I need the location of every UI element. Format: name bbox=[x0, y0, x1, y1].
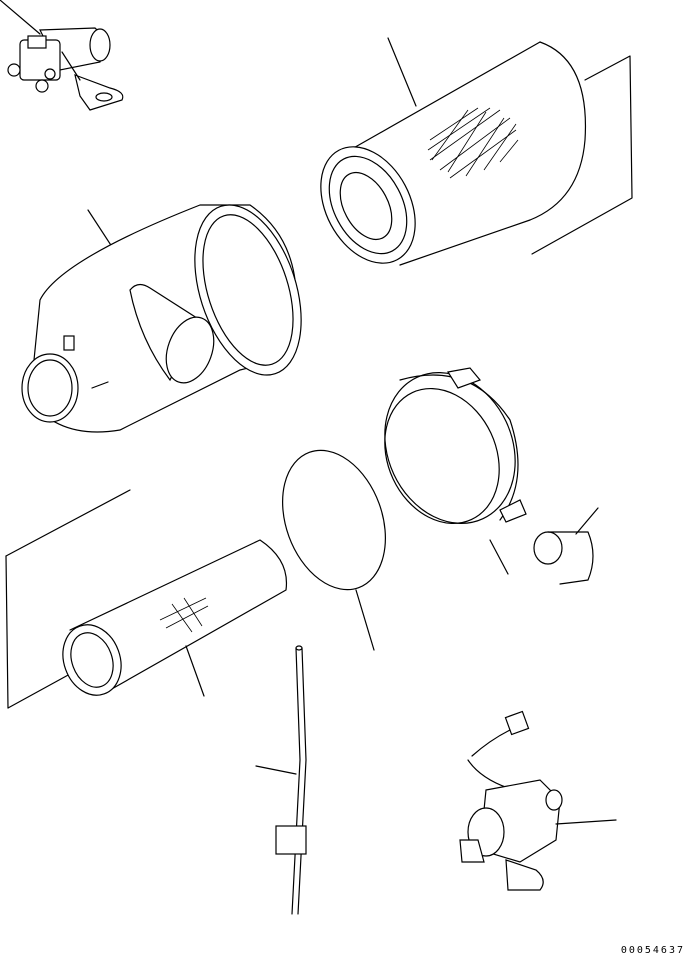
drawing-reference-code: 00054637 bbox=[620, 945, 685, 956]
outer-filter-element bbox=[320, 37, 633, 266]
filter-mesh-pattern bbox=[427, 107, 519, 179]
inner-filter-element bbox=[5, 489, 288, 709]
solenoid-relay-bottom bbox=[459, 710, 617, 891]
evacuator-valve bbox=[533, 507, 599, 585]
gasket-ring bbox=[282, 449, 386, 651]
air-cleaner-cover bbox=[384, 367, 527, 575]
rod bbox=[255, 645, 307, 915]
air-cleaner-body bbox=[21, 204, 302, 433]
solenoid-relay-top bbox=[0, 0, 124, 111]
